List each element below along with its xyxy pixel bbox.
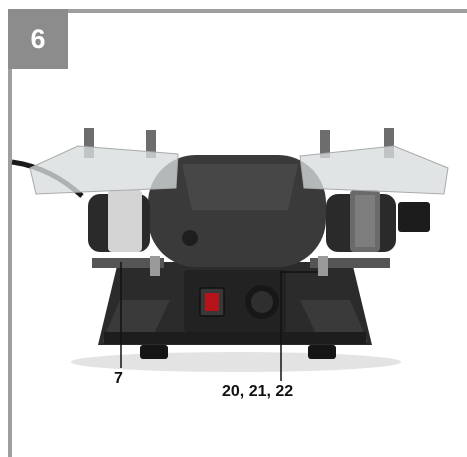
shield-bracket-left-a xyxy=(84,128,94,158)
base-rib-left xyxy=(102,300,170,342)
foot-right xyxy=(308,345,336,359)
shield-bracket-right-a xyxy=(320,130,330,158)
callout-label-7: 7 xyxy=(114,370,123,387)
eye-shield-left xyxy=(29,145,179,195)
figure-frame-top xyxy=(8,9,467,13)
rest-bracket-left xyxy=(150,256,160,276)
figure-number-badge: 6 xyxy=(8,9,68,69)
tool-rest-left xyxy=(92,258,164,268)
callout-label-20-21-22: 20, 21, 22 xyxy=(222,383,294,400)
speed-knob-cap xyxy=(251,291,273,313)
housing-screw xyxy=(182,230,198,246)
base-front-strip xyxy=(104,332,366,344)
figure-frame-left xyxy=(8,9,12,457)
wheel-right-texture xyxy=(355,195,375,247)
housing-top-panel xyxy=(182,164,298,210)
wheel-left xyxy=(108,190,142,252)
spindle-nut xyxy=(398,202,430,232)
rest-bracket-right xyxy=(318,256,328,276)
eye-shield-right xyxy=(299,145,449,195)
power-switch-rocker xyxy=(205,293,219,311)
shield-bracket-right-b xyxy=(384,128,394,158)
foot-left xyxy=(140,345,168,359)
tool-rest-right xyxy=(310,258,390,268)
shield-bracket-left-b xyxy=(146,130,156,158)
base-rib-right xyxy=(300,300,368,342)
